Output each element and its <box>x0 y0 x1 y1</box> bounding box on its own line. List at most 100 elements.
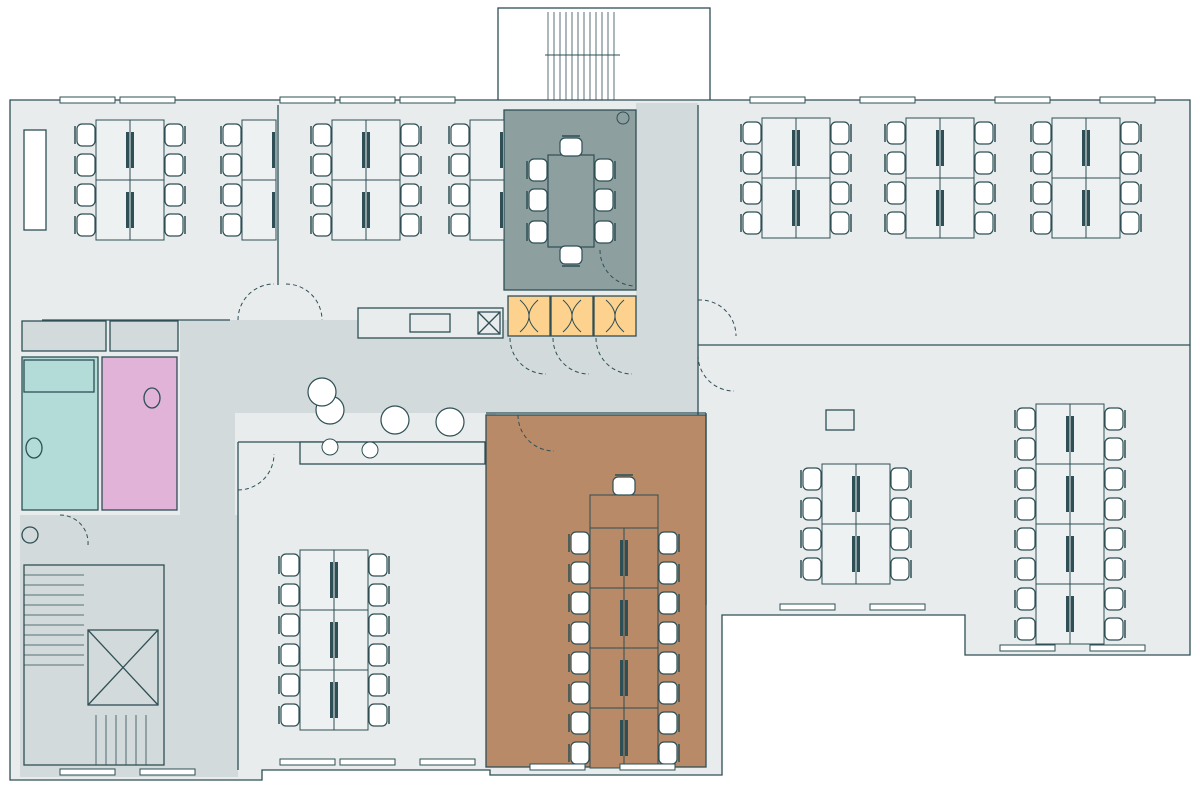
chair-icon <box>368 643 390 667</box>
chair-seat <box>802 557 822 581</box>
chair-icon <box>1030 151 1052 175</box>
chair-icon <box>658 651 680 675</box>
chair-icon <box>890 497 912 521</box>
chair-seat <box>76 183 96 207</box>
chair-seat <box>830 211 850 235</box>
chair-icon <box>594 220 616 244</box>
desk-cluster-icon <box>589 527 659 769</box>
chair-icon <box>658 681 680 705</box>
monitor <box>330 622 333 658</box>
door-swing-icon <box>517 414 555 452</box>
chair-seat <box>312 123 332 147</box>
toilet-icon <box>25 437 43 459</box>
chair-icon <box>740 211 762 235</box>
chair-seat <box>76 213 96 237</box>
chair-seat <box>570 531 590 555</box>
chair-icon <box>568 531 590 555</box>
chair-seat <box>164 183 184 207</box>
chair-seat <box>1104 527 1124 551</box>
desk <box>469 179 505 241</box>
chair-icon <box>164 183 186 207</box>
monitor <box>1066 416 1069 452</box>
plant-icon <box>616 111 630 125</box>
monitor <box>857 476 860 512</box>
chair-icon <box>594 158 616 182</box>
chair-seat <box>450 213 470 237</box>
desk <box>939 177 975 239</box>
door-swing-icon <box>59 514 89 546</box>
chair-icon <box>1014 617 1036 641</box>
monitor <box>792 130 795 166</box>
chair-seat <box>890 527 910 551</box>
desk <box>95 119 131 181</box>
desk-cluster-icon <box>1051 117 1121 239</box>
chair-seat <box>886 151 906 175</box>
chair-seat <box>974 181 994 205</box>
chair-seat <box>400 213 420 237</box>
chair-icon <box>526 188 548 212</box>
lounge-chair-icon <box>435 407 465 437</box>
chair-icon <box>800 497 822 521</box>
desk-cluster-icon <box>1035 403 1105 645</box>
chair-icon <box>1104 407 1126 431</box>
monitor <box>367 192 370 228</box>
chair-icon <box>164 153 186 177</box>
chair-seat <box>1016 527 1036 551</box>
chair-seat <box>974 151 994 175</box>
basin-icon <box>21 526 39 544</box>
desk-cluster-icon <box>469 119 505 241</box>
chair-seat <box>528 158 548 182</box>
toilet-icon <box>143 387 161 409</box>
breakout-counter <box>299 441 486 465</box>
desk <box>855 523 891 585</box>
chair-seat <box>890 557 910 581</box>
monitor <box>936 190 939 226</box>
monitor <box>126 132 129 168</box>
desk <box>905 117 941 179</box>
monitor <box>1071 476 1074 512</box>
window <box>59 96 116 104</box>
chair-seat <box>312 153 332 177</box>
monitor <box>852 476 855 512</box>
chair-icon <box>1120 181 1142 205</box>
chair-seat <box>312 213 332 237</box>
desk-cluster-icon <box>299 549 369 731</box>
desk <box>939 117 975 179</box>
chair-seat <box>1120 151 1140 175</box>
monitor <box>1066 596 1069 632</box>
chair-icon <box>1014 557 1036 581</box>
printer-station <box>825 409 855 431</box>
desk <box>1035 523 1071 585</box>
chair-icon <box>890 557 912 581</box>
desk <box>1069 583 1105 645</box>
desk <box>1051 177 1087 239</box>
chair-seat <box>450 183 470 207</box>
chair-seat <box>164 213 184 237</box>
chair-icon <box>448 183 470 207</box>
chair-seat <box>570 741 590 765</box>
chair-seat <box>658 591 678 615</box>
desk <box>333 549 369 611</box>
monitor <box>625 600 628 636</box>
chair-seat <box>802 527 822 551</box>
chair-seat <box>890 497 910 521</box>
window <box>999 644 1056 652</box>
desk <box>333 669 369 731</box>
chair-seat <box>368 643 388 667</box>
chair-icon <box>220 123 242 147</box>
desk <box>821 463 857 525</box>
monitor <box>131 192 134 228</box>
monitor <box>941 130 944 166</box>
shower-room <box>21 356 99 511</box>
chair-icon <box>368 703 390 727</box>
chair-icon <box>368 613 390 637</box>
chair-icon <box>568 621 590 645</box>
chair-icon <box>278 643 300 667</box>
chair-seat <box>368 613 388 637</box>
chair-icon <box>594 188 616 212</box>
chair-icon <box>220 213 242 237</box>
door-swing-icon <box>697 299 737 337</box>
monitor <box>620 540 623 576</box>
chair-seat <box>658 651 678 675</box>
chair-seat <box>974 211 994 235</box>
